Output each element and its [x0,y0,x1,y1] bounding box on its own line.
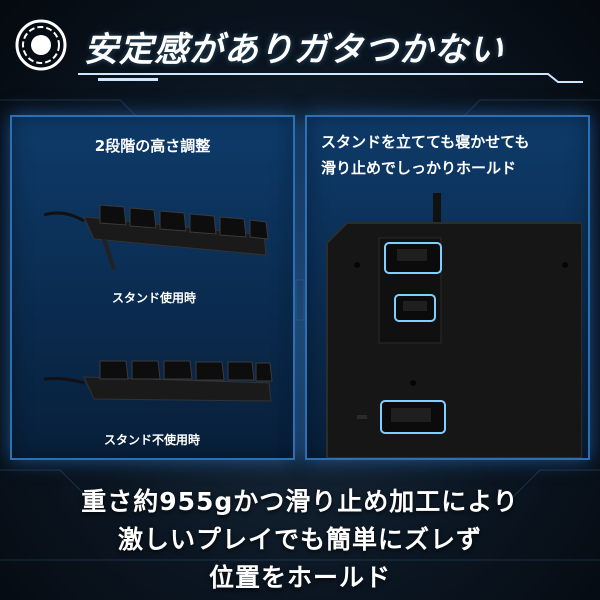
bottom-text-line1: 重さ約955gかつ滑り止め加工により [81,487,519,516]
title-underline [78,73,583,83]
anti-slip-panel: スタンドを立てても寝かせても 滑り止めでしっかりホールド [305,115,590,460]
bottom-text-line2: 激しいプレイでも簡単にズレず [117,525,482,554]
height-adjust-panel: 2段階の高さ調整 スタンド使用時 [10,115,295,460]
caption-stand: スタンド使用時 [112,291,197,305]
keyboard-without-stand-image [44,360,273,402]
keyboard-with-stand-image [44,204,269,270]
anti-slip-title-line1: スタンドを立てても寝かせても [321,133,530,151]
header: 安定感がありガタつかない [0,0,600,92]
height-adjust-title: 2段階の高さ調整 [94,137,211,155]
keyboard-bottom-view-image [326,193,582,458]
bottom-text-line3: 位置をホールド [208,563,391,592]
page-title: 安定感がありガタつかない [84,30,504,70]
caption-no-stand: スタンド不使用時 [104,433,201,447]
target-ring-icon [15,19,67,71]
anti-slip-title-line2: 滑り止めでしっかりホールド [321,159,517,177]
